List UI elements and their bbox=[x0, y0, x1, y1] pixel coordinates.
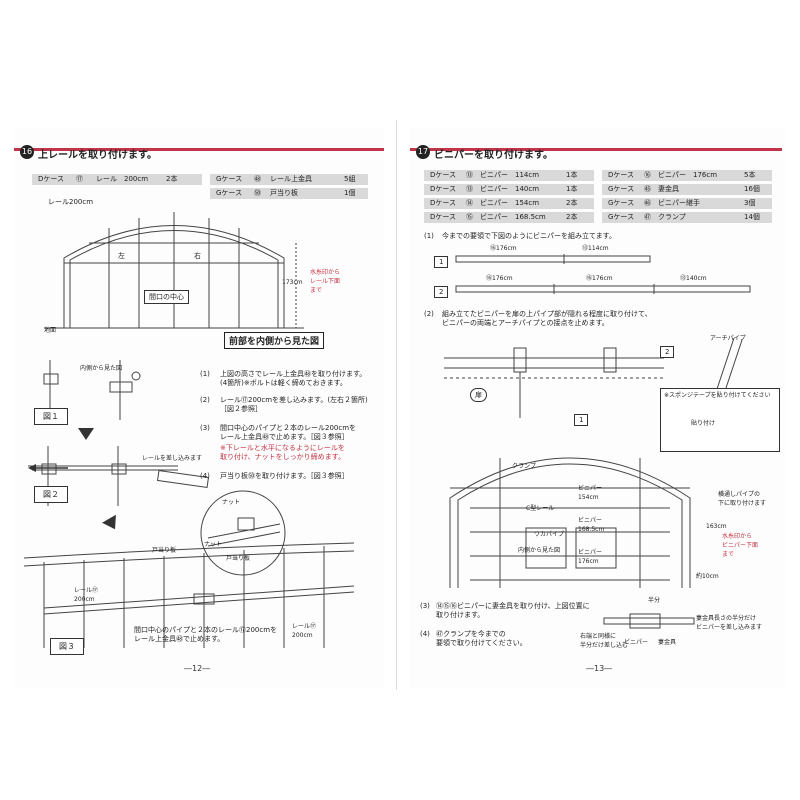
assembly-label: 1 bbox=[434, 256, 449, 268]
down-arrow-icon bbox=[78, 428, 94, 440]
door-label: 扉 bbox=[470, 388, 487, 402]
assembly-segment: ⑯176cm bbox=[486, 275, 513, 282]
instruction-text: レール⑰200cmを差し込みます。(左右２箇所) ［図２参照］ bbox=[220, 396, 368, 413]
assembly-segment: ⑯176cm bbox=[586, 275, 613, 282]
clamp-label: クランプ bbox=[512, 463, 536, 470]
top-figure-caption: 前部を内側から見た図 bbox=[224, 332, 325, 349]
front-arch-figure bbox=[44, 212, 304, 329]
instruction-text: ⑭⑮⑯ビニパーに妻金具を取り付け、上図位置に 取り付けます。 bbox=[436, 602, 590, 619]
instruction-text: 今までの要領で下図のようにビニパーを組み立てます。 bbox=[442, 232, 616, 240]
step-title: 上レールを取り付けます。 bbox=[38, 150, 157, 161]
assembly-label: 2 bbox=[434, 286, 449, 298]
right-mark: 右 bbox=[194, 252, 201, 260]
instruction-text: 上図の高さでレール上金具㊽を取り付けます。 (4箇所)※ボルトは軽く締めておきま… bbox=[220, 370, 367, 387]
inner-view-label: 内側から見た図 bbox=[80, 365, 123, 372]
main-arch-drawing bbox=[449, 457, 691, 588]
instruction-text: 組み立てたビニパーを扉の上パイプ部が隠れる程度に取り付けて、 ビニパーの両端とア… bbox=[442, 310, 652, 327]
arch-pipe-label: アーチパイプ bbox=[710, 335, 746, 342]
fig3-label: 図３ bbox=[50, 638, 84, 655]
red-side-note: 水糸印から ビニパー下面 まで bbox=[722, 533, 759, 558]
page-fold bbox=[396, 120, 397, 690]
flat-pipe-label: ワカパイプ bbox=[534, 531, 565, 538]
figure-number-1: 1 bbox=[574, 414, 589, 426]
fig3-drawing bbox=[24, 542, 355, 648]
sponge-note: ※スポンジテープを貼り付けてください bbox=[664, 392, 771, 399]
step-title: ビニパーを取り付けます。 bbox=[434, 150, 553, 161]
figure-number-2: 2 bbox=[660, 346, 675, 358]
rail-insert-label: レールを差し込みます bbox=[142, 455, 203, 462]
fig2-label: 図２ bbox=[34, 486, 68, 503]
fig3-note: 間口中心のパイプと２本のレール⑰200cmを レール上金具㊽で止めます。 bbox=[134, 626, 278, 643]
detail-stopper-label: 戸当り板 bbox=[226, 555, 251, 562]
assembly-segment: ⑬114cm bbox=[582, 245, 609, 252]
instruction-red-note: ※下レールと水平になるようにレールを 取り付け、ナットをしっかり締めます。 bbox=[220, 444, 345, 461]
rail-label: レール200cm bbox=[48, 198, 94, 206]
left-mark: 左 bbox=[118, 252, 125, 260]
ground-label: 地面 bbox=[44, 327, 57, 334]
nut-label-1: ナット bbox=[222, 499, 241, 506]
instruction-number: (2) bbox=[424, 310, 434, 318]
instruction-number: (4) bbox=[420, 630, 430, 638]
step-number: 16 bbox=[20, 145, 34, 159]
approx-10-label: 約10cm bbox=[696, 573, 719, 580]
assembly-bar-1 bbox=[455, 254, 651, 264]
instruction-text: 戸当り板㊿を取り付けます。［図３参照］ bbox=[220, 472, 349, 480]
header-rule bbox=[410, 148, 782, 151]
instruction-text: 間口中心のパイプと２本のレール200cmを レール上金具㊽で止めます。［図３参照… bbox=[220, 424, 357, 441]
nut-label-2: ナット bbox=[204, 541, 223, 548]
instruction-number: (2) bbox=[200, 396, 210, 404]
sponge-tape-box: ※スポンジテープを貼り付けてください 貼り付け bbox=[660, 388, 780, 452]
fig3-rail-b: レール⑰ 200cm bbox=[292, 623, 317, 639]
assembly-bar-2 bbox=[455, 284, 751, 294]
height-163-label: 163cm bbox=[706, 523, 727, 530]
step-number: 17 bbox=[416, 145, 430, 159]
page-number: ―13― bbox=[586, 664, 613, 673]
instruction-number: (1) bbox=[200, 370, 210, 378]
horizontal-pipe-note: 横通しパイプの 下に取り付けます bbox=[718, 491, 767, 507]
instruction-number: (1) bbox=[424, 232, 434, 240]
small-join-drawing bbox=[603, 613, 695, 629]
red-height-note: 水糸印から レール下面 まで bbox=[310, 269, 341, 294]
small-fig-middle: ビニパー bbox=[624, 639, 649, 646]
instruction-text: ㊼クランプを今までの 要領で取り付けてください。 bbox=[436, 630, 527, 647]
instruction-number: (4) bbox=[200, 472, 210, 480]
fig3-stopper-label: 戸当り板 bbox=[152, 547, 177, 554]
center-label: 間口の中心 bbox=[144, 290, 189, 304]
page-number: ―12― bbox=[184, 664, 211, 673]
half-label: 半分 bbox=[648, 597, 661, 604]
vinipar-label: ビニパー 154cm bbox=[578, 485, 603, 501]
assembly-segment: ⑬140cm bbox=[680, 275, 707, 282]
fig3-rail-a: レール⑰ 200cm bbox=[74, 587, 99, 603]
side-note: 妻金具長さの半分だけ ビニパーを差し込みます bbox=[696, 615, 763, 631]
assembly-segment: ⑯176cm bbox=[490, 245, 517, 252]
c-rail-label: C型レール bbox=[526, 505, 555, 512]
small-fig-right: 妻金具 bbox=[658, 639, 677, 646]
instruction-number: (3) bbox=[420, 602, 430, 610]
detail-zoom-circle bbox=[200, 490, 286, 576]
fig1-label: 図１ bbox=[34, 408, 68, 425]
vinipar-label: ビニパー 168.5cm bbox=[578, 517, 605, 533]
vinipar-label: ビニパー 176cm bbox=[578, 549, 603, 565]
instruction-number: (3) bbox=[200, 424, 210, 432]
sponge-tape-label: 貼り付け bbox=[691, 420, 716, 427]
small-fig-left: 右端と同様に 半分だけ差し込む bbox=[580, 633, 629, 649]
inner-view-label: 内側から見た図 bbox=[518, 547, 561, 554]
height-label: 173cm bbox=[282, 279, 303, 286]
fig2-drawing bbox=[28, 446, 210, 506]
header-rule bbox=[14, 148, 384, 151]
down-arrow-icon bbox=[102, 514, 122, 534]
